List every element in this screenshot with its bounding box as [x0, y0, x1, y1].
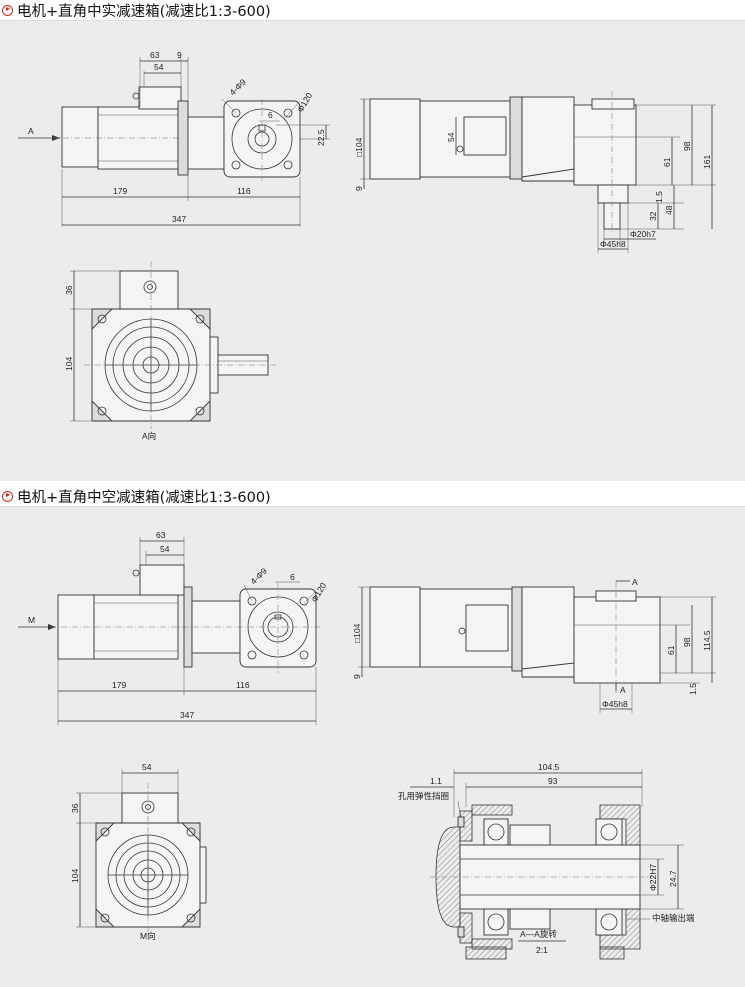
solid-shaft-drawing: A 63 54 9 4-Φ9 6	[18, 50, 716, 441]
section-title-hollow-shaft: 电机+直角中空减速箱(减速比1:3-600)	[2, 486, 271, 506]
dim-24-7: 24.7	[668, 870, 678, 887]
play-bullet-icon	[2, 490, 13, 502]
view-a: 36 104 A向	[64, 261, 276, 441]
view-a-terminal-box	[119, 270, 179, 312]
dim-54-end: 54	[446, 132, 456, 142]
dim-114-5: 114.5	[702, 630, 712, 651]
label-aa-rotation: A—A旋转	[520, 929, 557, 939]
section-a-a: 104.5 93 1.1 孔用弹性挡圈	[398, 762, 695, 960]
end-view: □104 9 54 61 98 161 1.5 32 48 Φ20h7 Φ45h…	[354, 91, 716, 253]
motor-fan-cover	[61, 106, 99, 168]
dim-1-1: 1.1	[430, 776, 442, 786]
terminal-box	[139, 564, 185, 596]
play-bullet-icon	[2, 4, 13, 16]
dim-63: 63	[156, 530, 166, 540]
side-view-hollow: M 63 54 4-Φ9 6 Φ120	[18, 530, 328, 725]
mark-a-top: A	[632, 577, 638, 587]
title-text: 电机+直角中空减速箱(减速比1:3-600)	[17, 489, 271, 506]
end-motor	[369, 586, 421, 668]
dim-347: 347	[180, 710, 194, 720]
hollow-shaft-drawing: M 63 54 4-Φ9 6 Φ120	[18, 530, 716, 960]
dim-phi120: Φ120	[295, 91, 314, 114]
dim-161: 161	[702, 155, 712, 169]
terminal-box	[138, 86, 182, 110]
dim-347: 347	[172, 214, 186, 224]
dim-104-5: 104.5	[538, 762, 560, 772]
dim-98: 98	[682, 637, 692, 647]
dim-1-5: 1.5	[688, 683, 698, 695]
dim-6: 6	[268, 110, 273, 120]
dim-98: 98	[682, 141, 692, 151]
end-motor	[369, 98, 421, 180]
end-gearbox	[573, 104, 637, 186]
arrow-label-m: M	[28, 615, 35, 625]
dim-179: 179	[112, 680, 126, 690]
section-title-solid-shaft: 电机+直角中实减速箱(减速比1:3-600)	[2, 0, 271, 20]
dim-48: 48	[664, 205, 674, 215]
dim-phi45: Φ45h8	[602, 699, 628, 709]
label-shaft-output: 中轴输出端	[652, 913, 695, 923]
dim-54-m: 54	[142, 762, 152, 772]
dim-9-end: 9	[352, 674, 362, 679]
view-a-label: A向	[142, 431, 156, 441]
title-text: 电机+直角中实减速箱(减速比1:3-600)	[17, 3, 271, 20]
view-m-label: M向	[140, 931, 156, 941]
label-circlip: 孔用弹性挡圈	[398, 791, 449, 801]
dim-36: 36	[64, 285, 74, 295]
drawing-panel-solid-shaft: A 63 54 9 4-Φ9 6	[0, 20, 745, 481]
dim-1-5: 1.5	[654, 191, 664, 203]
arrow-label: A	[28, 126, 34, 136]
dim-phi20: Φ20h7	[630, 229, 656, 239]
dim-104-m: 104	[70, 869, 80, 883]
view-m: 54 36 104 M向	[70, 762, 207, 941]
dim-36-m: 36	[70, 803, 80, 813]
dim-phi22: Φ22H7	[648, 864, 658, 891]
mark-a-bot: A	[620, 685, 626, 695]
end-gearbox-hollow	[573, 596, 661, 684]
dim-4-phi9: 4-Φ9	[248, 566, 269, 587]
dim-4-phi9: 4-Φ9	[227, 77, 248, 98]
dim-179: 179	[113, 186, 127, 196]
dim-32: 32	[648, 211, 658, 221]
dim-93: 93	[548, 776, 558, 786]
dim-54: 54	[160, 544, 170, 554]
dim-9-end: 9	[354, 186, 364, 191]
dim-6: 6	[290, 572, 295, 582]
dim-116: 116	[237, 186, 251, 196]
label-scale: 2:1	[536, 945, 548, 955]
dim-54: 54	[154, 62, 164, 72]
drawing-panel-hollow-shaft: M 63 54 4-Φ9 6 Φ120	[0, 506, 745, 987]
dim-61: 61	[662, 157, 672, 167]
dim-61: 61	[666, 645, 676, 655]
dim-sq104: □104	[352, 623, 362, 643]
dim-9: 9	[177, 50, 182, 60]
dim-63: 63	[150, 50, 160, 60]
end-view-hollow: A A □104 9 61 98 114.5 1.5 Φ45h8	[352, 577, 716, 713]
dim-22-5: 22.5	[316, 129, 326, 146]
side-view: A 63 54 9 4-Φ9 6	[18, 50, 330, 227]
dim-phi45: Φ45h8	[600, 239, 626, 249]
dim-104: 104	[64, 357, 74, 371]
dim-phi120: Φ120	[309, 581, 328, 604]
dim-sq104: □104	[354, 137, 364, 157]
dim-116: 116	[236, 680, 250, 690]
